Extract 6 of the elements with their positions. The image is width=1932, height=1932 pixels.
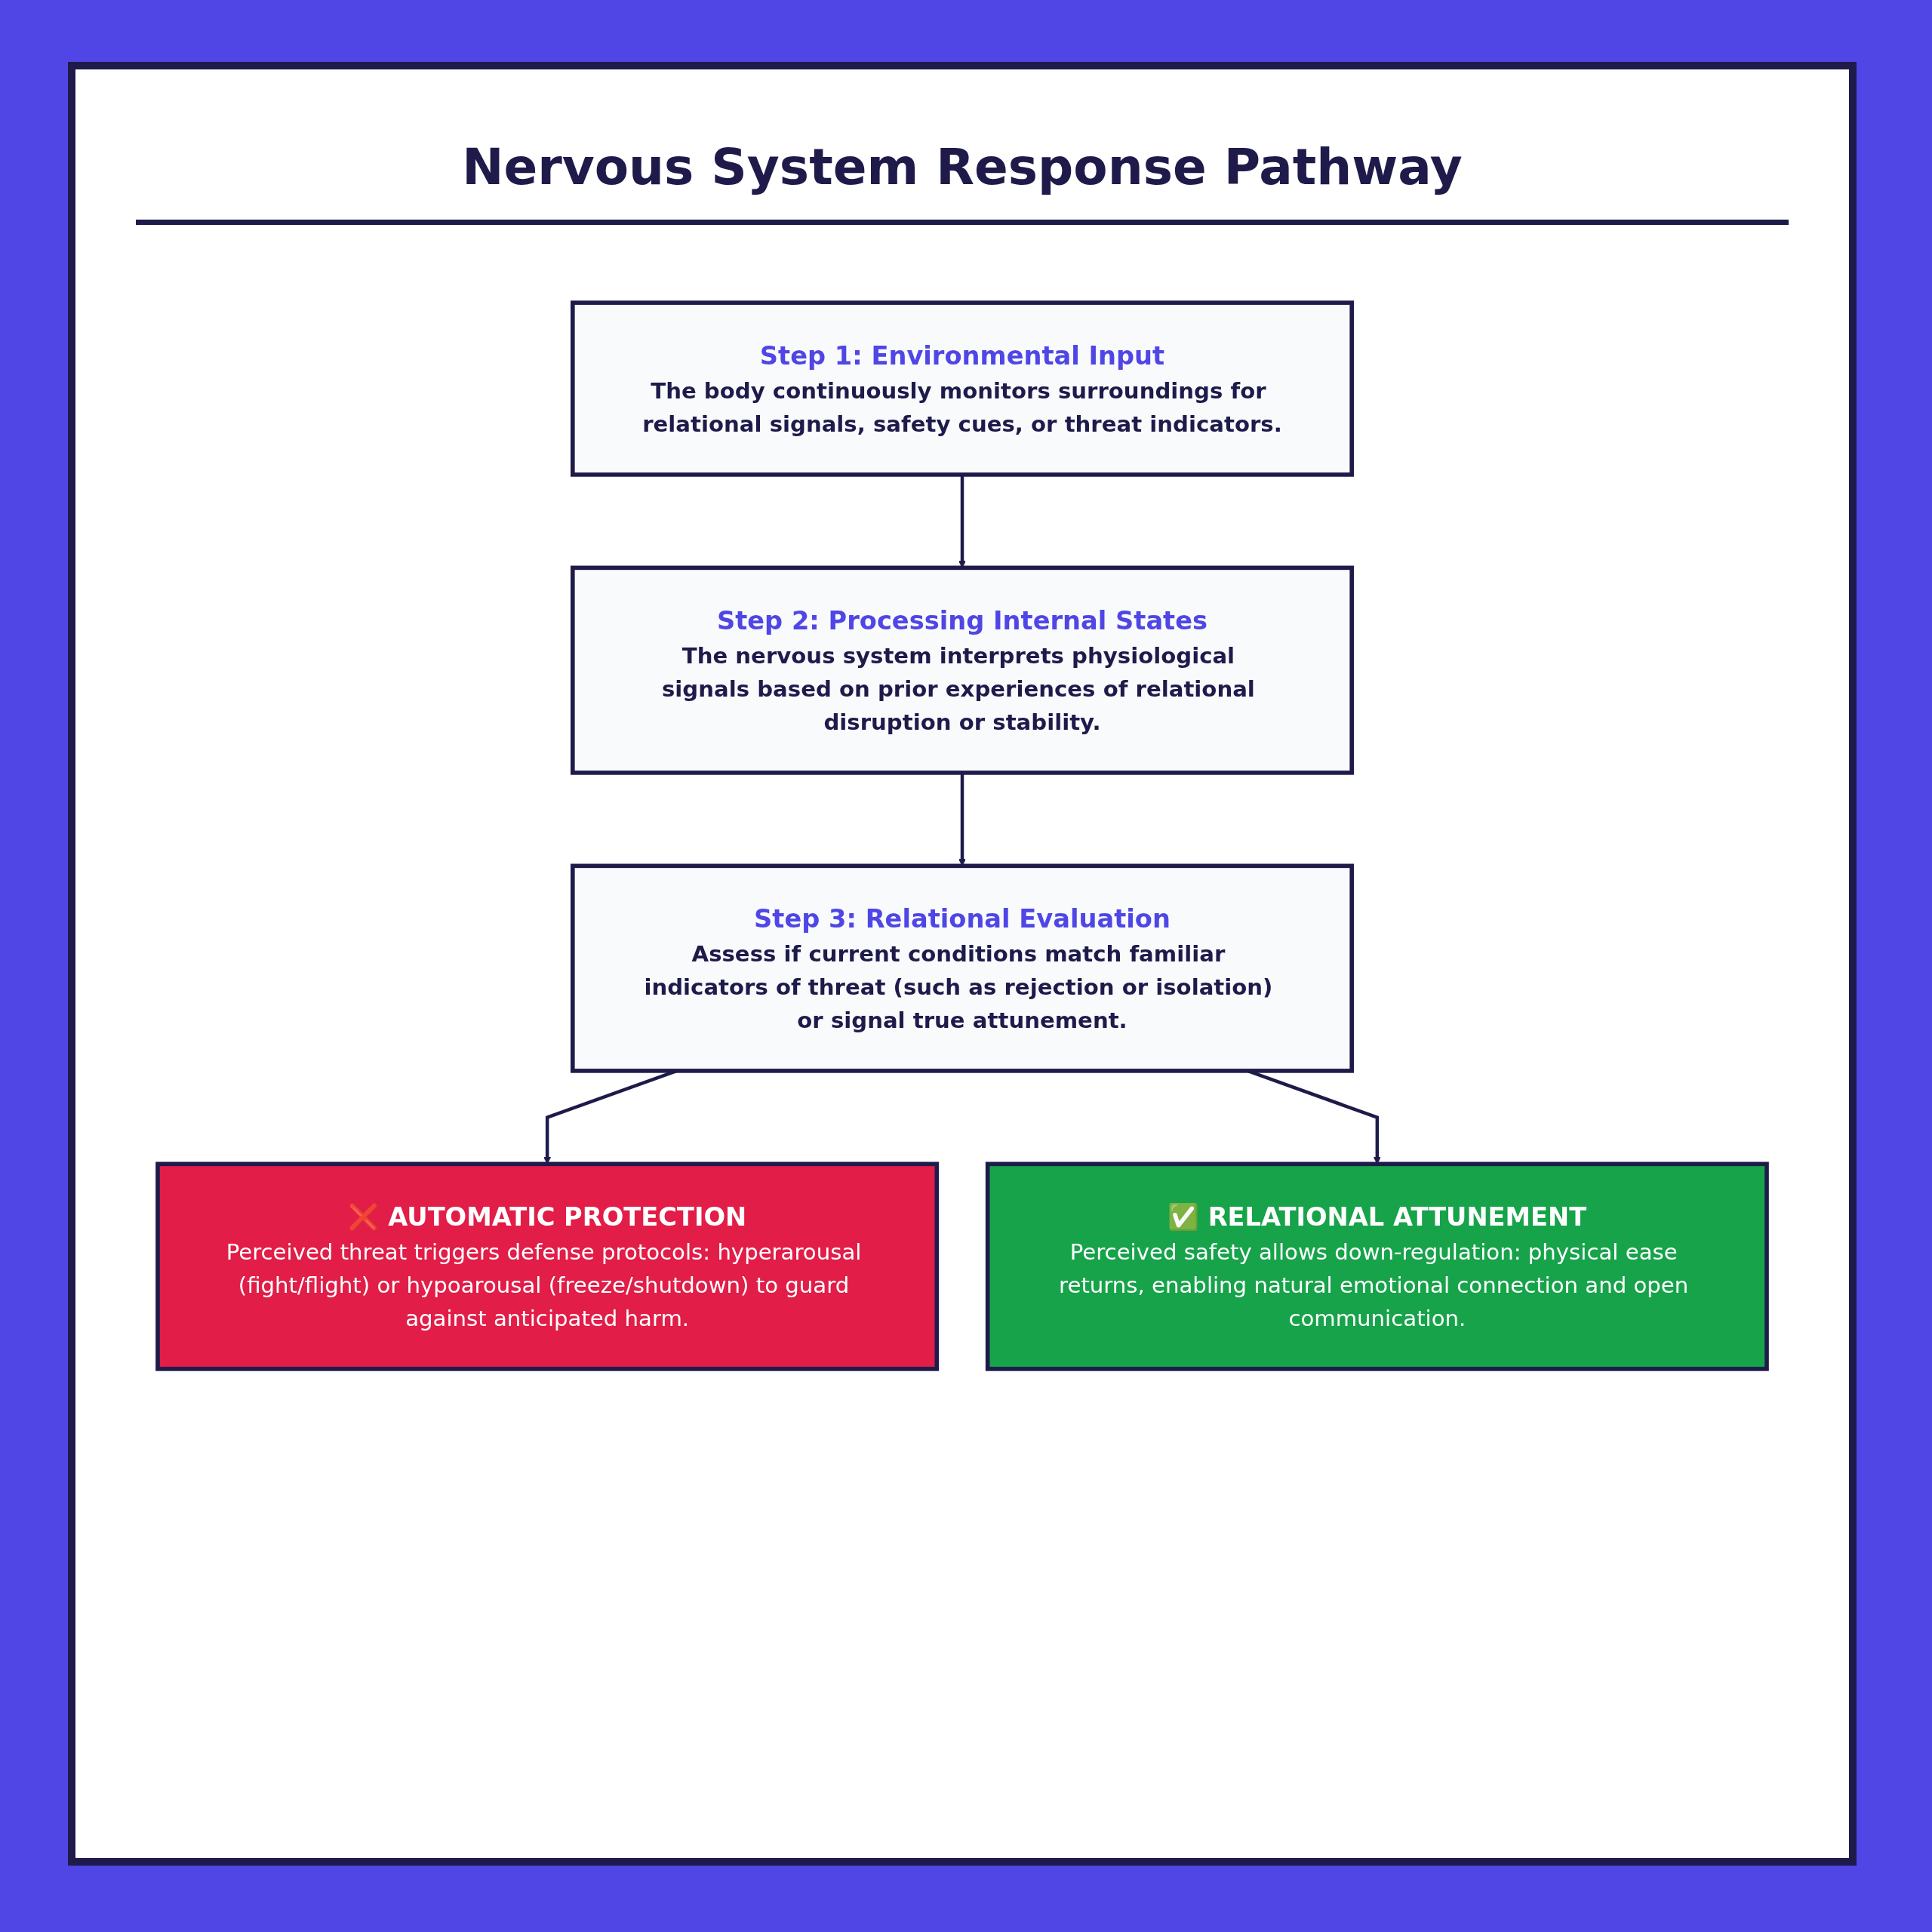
node-box: Step 2: Processing Internal States The nervous system interprets physiological signals based on prior experiences of relational disruption or stability. bbox=[571, 565, 1354, 775]
node-box: Step 1: Environmental Input The body continuously monitors surroundings for relational signals, safety cues, or threat indicators. bbox=[571, 300, 1354, 477]
node-box: ❌ AUTOMATIC PROTECTION Perceived threat triggers defense protocols: hyperarousal (fight/flight) or hypoarousal (freeze/shutdown) to guard against anticipated harm. bbox=[155, 1161, 940, 1371]
node-box: Step 3: Relational Evaluation Assess if current conditions match familiar indicators of threat (such as rejection or isolation) or signal true attunement. bbox=[571, 863, 1354, 1073]
node-box: ✅ RELATIONAL ATTUNEMENT Perceived safety allows down-regulation: physical ease returns, enabling natural emotional connection and open communication. bbox=[985, 1161, 1769, 1371]
diagram-title: Nervous System Response Pathway bbox=[461, 137, 1463, 198]
